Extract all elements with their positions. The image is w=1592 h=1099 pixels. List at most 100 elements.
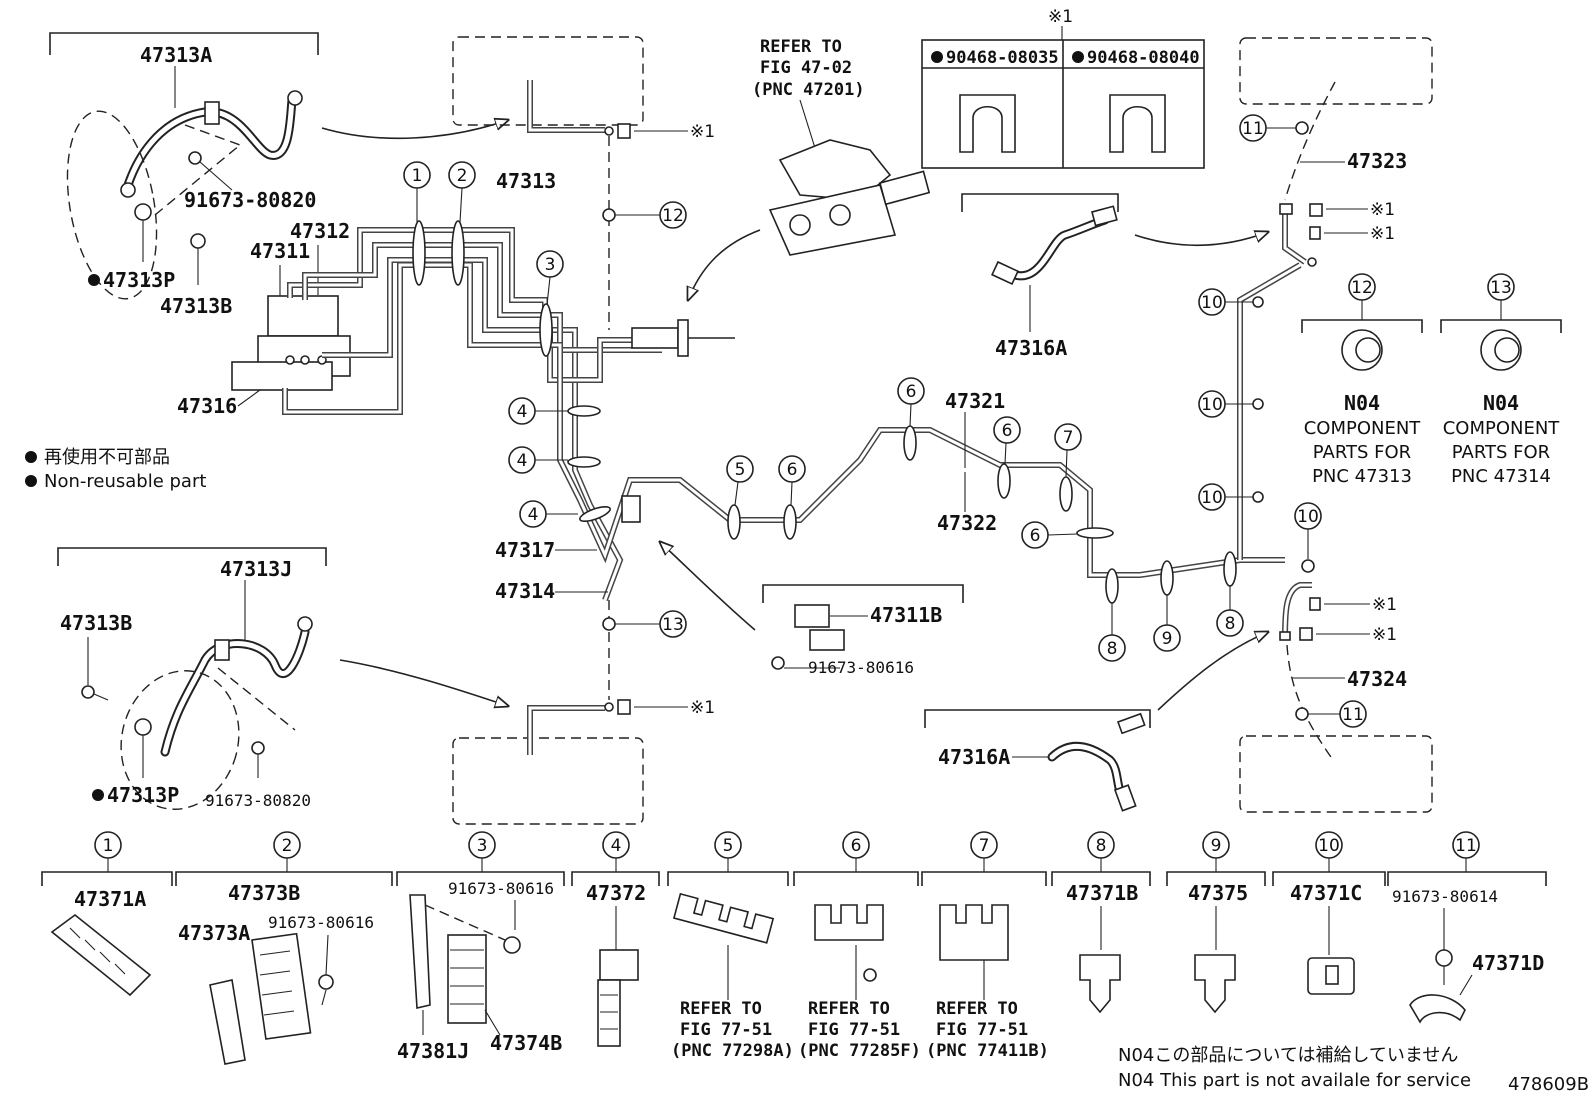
bottom-part-5: 5 REFER TO FIG 77-51 (PNC 77298A) (667, 831, 794, 1061)
kome-col2: 90468-08040 (1087, 48, 1200, 68)
bottom-part-9-label: 47375 (1188, 881, 1248, 905)
bottom-part-10-label: 47371C (1290, 881, 1362, 905)
label-47312: 47312 (290, 219, 350, 243)
callout-11-bottom: 11 (1339, 700, 1367, 728)
callout-6c: 6 (993, 416, 1021, 465)
label-91673-80616-mid: 91673-80616 (808, 658, 914, 677)
callout-6a: 6 (778, 455, 806, 506)
label-47316: 47316 (177, 394, 237, 418)
svg-text:8: 8 (1225, 614, 1236, 634)
label-47313J: 47313J (220, 557, 292, 581)
bottom-part-9: 9 47375 (1166, 831, 1266, 1014)
bottom-part-6: 6 REFER TO FIG 77-51 (PNC 77285F) (793, 831, 921, 1061)
svg-text:4: 4 (517, 402, 528, 422)
callout-11-top: 11 (1239, 114, 1267, 142)
label-47311: 47311 (250, 239, 310, 263)
pipe-clamps (412, 220, 1237, 604)
callout-12-pipe: 12 (659, 201, 687, 229)
bottom-part-7-l2: FIG 77-51 (936, 1020, 1028, 1040)
svg-text:7: 7 (1063, 428, 1074, 448)
kome-col1: 90468-08035 (946, 48, 1059, 68)
svg-text:6: 6 (1030, 526, 1041, 546)
svg-text:13: 13 (662, 615, 684, 635)
callout-7: 7 (1054, 423, 1082, 478)
callout-5: 5 (726, 455, 754, 506)
bottom-part-3: 3 91673-80616 47381J 47374B (396, 831, 565, 1063)
n04-13-line3: PNC 47314 (1451, 466, 1551, 487)
master-ref-l2: FIG 47-02 (760, 58, 852, 78)
svg-text:4: 4 (528, 505, 539, 525)
svg-text:4: 4 (517, 451, 528, 471)
callout-2: 2 (448, 161, 476, 223)
svg-text:1: 1 (412, 166, 423, 186)
svg-text:8: 8 (1096, 836, 1107, 856)
legend-jp: 再使用不可部品 (44, 447, 170, 468)
callout-4a: 4 (508, 397, 568, 425)
label-47321: 47321 (945, 389, 1005, 413)
bottom-part-11: 11 91673-80614 47371D (1387, 831, 1547, 1024)
kome-table-header: ※1 (1048, 7, 1073, 27)
bottom-part-1-label: 47371A (74, 887, 146, 911)
label-47316A-bottom: 47316A (938, 745, 1010, 769)
svg-text:10: 10 (1318, 836, 1340, 856)
svg-text:12: 12 (1351, 278, 1373, 298)
label-47313: 47313 (496, 169, 556, 193)
label-47313P-bottom: 47313P (107, 783, 179, 807)
front-hose-47313J-group: 47313J 47313B 47313P 91673-80820 (57, 547, 327, 810)
bottom-part-1: 1 47371A (41, 831, 173, 997)
callout-8b: 8 (1216, 586, 1244, 637)
callout-6b: 6 (897, 377, 925, 427)
abs-actuator-47316: 47312 47311 47316 47313 (177, 169, 556, 418)
label-47323: 47323 (1347, 149, 1407, 173)
label-47314: 47314 (495, 579, 555, 603)
bottom-part-4: 4 47372 (571, 831, 660, 1047)
bottom-part-7-l3: (PNC 77411B) (926, 1041, 1049, 1061)
svg-text:6: 6 (1002, 421, 1013, 441)
svg-text:10: 10 (1201, 293, 1223, 313)
master-cylinder: REFER TO FIG 47-02 (PNC 47201) (752, 37, 931, 256)
bottom-part-4-label: 47372 (586, 881, 646, 905)
kome-1c: ※1 (1370, 200, 1395, 220)
rear-hose-47316A-bottom: 47316A (924, 709, 1151, 812)
legend-en: Non-reusable part (44, 471, 206, 492)
svg-text:9: 9 (1162, 629, 1173, 649)
callout-4b: 4 (508, 446, 568, 474)
callout-4c: 4 (519, 500, 578, 528)
svg-text:10: 10 (1201, 395, 1223, 415)
callout-9: 9 (1153, 595, 1181, 652)
kome-1f: ※1 (1372, 625, 1397, 645)
bottom-part-11-label: 47371D (1472, 951, 1544, 975)
label-47313A: 47313A (140, 43, 212, 67)
svg-text:3: 3 (545, 255, 556, 275)
svg-text:2: 2 (282, 836, 293, 856)
bottom-part-8-label: 47371B (1066, 881, 1138, 905)
arrow-rear-hose-bottom (1157, 632, 1268, 711)
callout-3: 3 (536, 250, 564, 306)
label-47313P-top: 47313P (103, 268, 175, 292)
bottom-part-2-extra2: 91673-80616 (268, 913, 374, 932)
svg-text:2: 2 (457, 166, 468, 186)
kome-1b: ※1 (690, 698, 715, 718)
bottom-part-2-label: 47373B (228, 881, 300, 905)
bottom-part-5-l2: FIG 77-51 (680, 1020, 772, 1040)
clip-table: ※1 90468-08035 90468-08040 (921, 7, 1205, 169)
svg-text:10: 10 (1201, 488, 1223, 508)
label-47313B-bottom: 47313B (60, 611, 132, 635)
bottom-part-2-extra1: 47373A (178, 921, 250, 945)
label-47324: 47324 (1347, 667, 1407, 691)
callout-13-pipe: 13 (659, 610, 687, 638)
bottom-part-8: 8 47371B (1051, 831, 1151, 1014)
callout-8a: 8 (1098, 603, 1126, 662)
label-47317: 47317 (495, 538, 555, 562)
svg-text:1: 1 (103, 836, 114, 856)
svg-text:5: 5 (735, 460, 746, 480)
front-hose-47313A-group: 47313A 91673-80820 47313P 47313B (49, 32, 319, 318)
kome-1d: ※1 (1370, 224, 1395, 244)
svg-text:4: 4 (611, 836, 622, 856)
bottom-part-3-extra1: 47381J (397, 1039, 469, 1063)
kome-1a: ※1 (690, 122, 715, 142)
callout-10a: 10 (1198, 288, 1264, 316)
bottom-part-2: 2 47373B 47373A 91673-80616 (175, 831, 393, 1065)
bottom-part-3-extra2: 47374B (490, 1031, 562, 1055)
svg-text:13: 13 (1490, 278, 1512, 298)
